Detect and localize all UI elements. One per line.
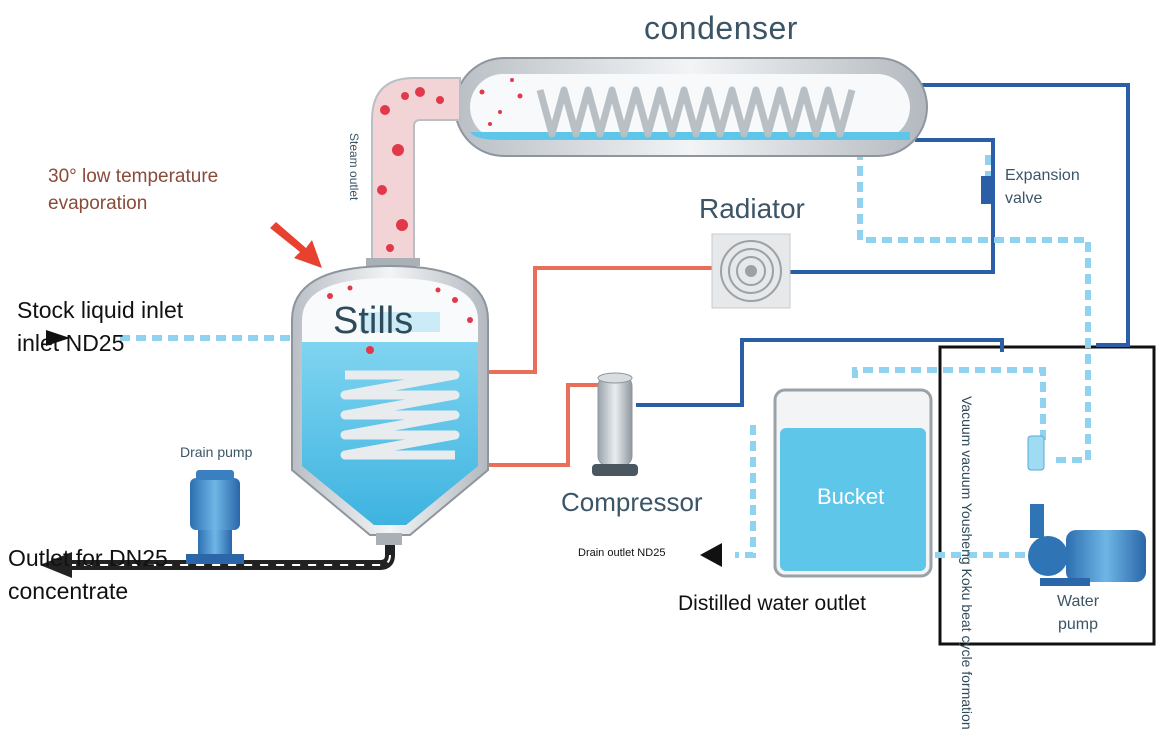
concentrate-outlet-arrow (40, 552, 72, 578)
drain-pump-label: Drain pump (180, 444, 253, 460)
concentrate-outlet-label: Outlet for DN25 concentrate (8, 545, 168, 605)
condenser (454, 57, 928, 157)
bucket-label: Bucket (817, 484, 885, 509)
compressor-label: Compressor (561, 487, 703, 517)
steam-outlet-label: Steam outlet (346, 133, 361, 201)
drain-outlet-label: Drain outlet ND25 (578, 547, 666, 559)
stills-label: Stills (333, 300, 414, 342)
cold-refrigerant-lines (636, 83, 1130, 407)
stock-inlet-label: Stock liquid inlet inlet ND25 (17, 297, 184, 357)
vacuum-section-box (938, 345, 1156, 646)
evaporation-label: 30° low temperature evaporation (48, 166, 219, 214)
bucket (773, 388, 933, 578)
compressor-cylinder-icon (592, 372, 638, 476)
expansion-valve-label: Expansion valve (1005, 167, 1080, 208)
stills-heating-coil (340, 370, 460, 460)
water-pump-label: Water pump (1056, 593, 1100, 634)
valve-icon (981, 176, 995, 204)
drain-pump-icon (186, 470, 244, 564)
fan-grille-icon (711, 233, 791, 309)
evaporation-arrow (270, 222, 322, 268)
hot-refrigerant-lines (455, 266, 730, 467)
concentrate-drain-line (40, 545, 395, 578)
radiator-label: Radiator (699, 193, 805, 224)
drain-outlet-arrow (700, 543, 722, 567)
condenser-coil (536, 86, 856, 138)
steam-pipe (366, 77, 461, 266)
stills-vessel (291, 264, 489, 545)
vacuum-label: Vacuum vacuum Yousheng Koku beat cycle f… (958, 396, 975, 730)
condenser-label: condenser (644, 10, 798, 46)
stock-inlet-arrow (46, 330, 70, 346)
pump-motor-icon (1028, 504, 1146, 586)
process-diagram (40, 57, 1156, 646)
vacuum-ejector (1027, 435, 1045, 471)
distilled-outlet-label: Distilled water outlet (678, 592, 866, 615)
